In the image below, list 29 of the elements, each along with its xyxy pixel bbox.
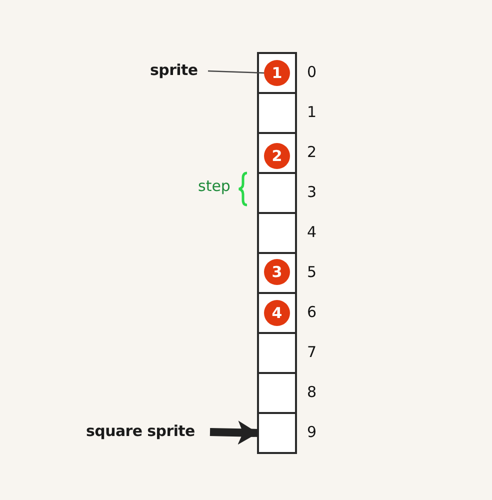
- index-number: 8: [307, 383, 317, 401]
- grid-cell: [257, 292, 297, 334]
- index-number: 2: [307, 143, 317, 161]
- arrow: [210, 420, 258, 445]
- number-badge: 2: [264, 143, 290, 169]
- grid-cell: [257, 412, 297, 454]
- step-label: step: [198, 177, 230, 195]
- grid-cell: [257, 332, 297, 374]
- grid-cell: [257, 252, 297, 294]
- grid-cell: [257, 132, 297, 174]
- index-number: 1: [307, 103, 317, 121]
- grid-cell: [257, 172, 297, 214]
- index-number: 9: [307, 423, 317, 441]
- index-number: 5: [307, 263, 317, 281]
- label-text: sprite: [150, 61, 198, 81]
- grid-cell: [257, 372, 297, 414]
- leader-line: [208, 70, 266, 74]
- grid-cell: [257, 92, 297, 134]
- grid-cell: [257, 212, 297, 254]
- grid-cell: [257, 52, 297, 94]
- index-number: 3: [307, 183, 317, 201]
- index-number: 7: [307, 343, 317, 361]
- index-number: 4: [307, 223, 317, 241]
- number-badge: 1: [264, 60, 290, 86]
- number-badge: 3: [264, 259, 290, 285]
- index-number: 6: [307, 303, 317, 321]
- label-text: square sprite: [86, 422, 195, 442]
- index-number: 0: [307, 63, 317, 81]
- number-badge: 4: [264, 300, 290, 326]
